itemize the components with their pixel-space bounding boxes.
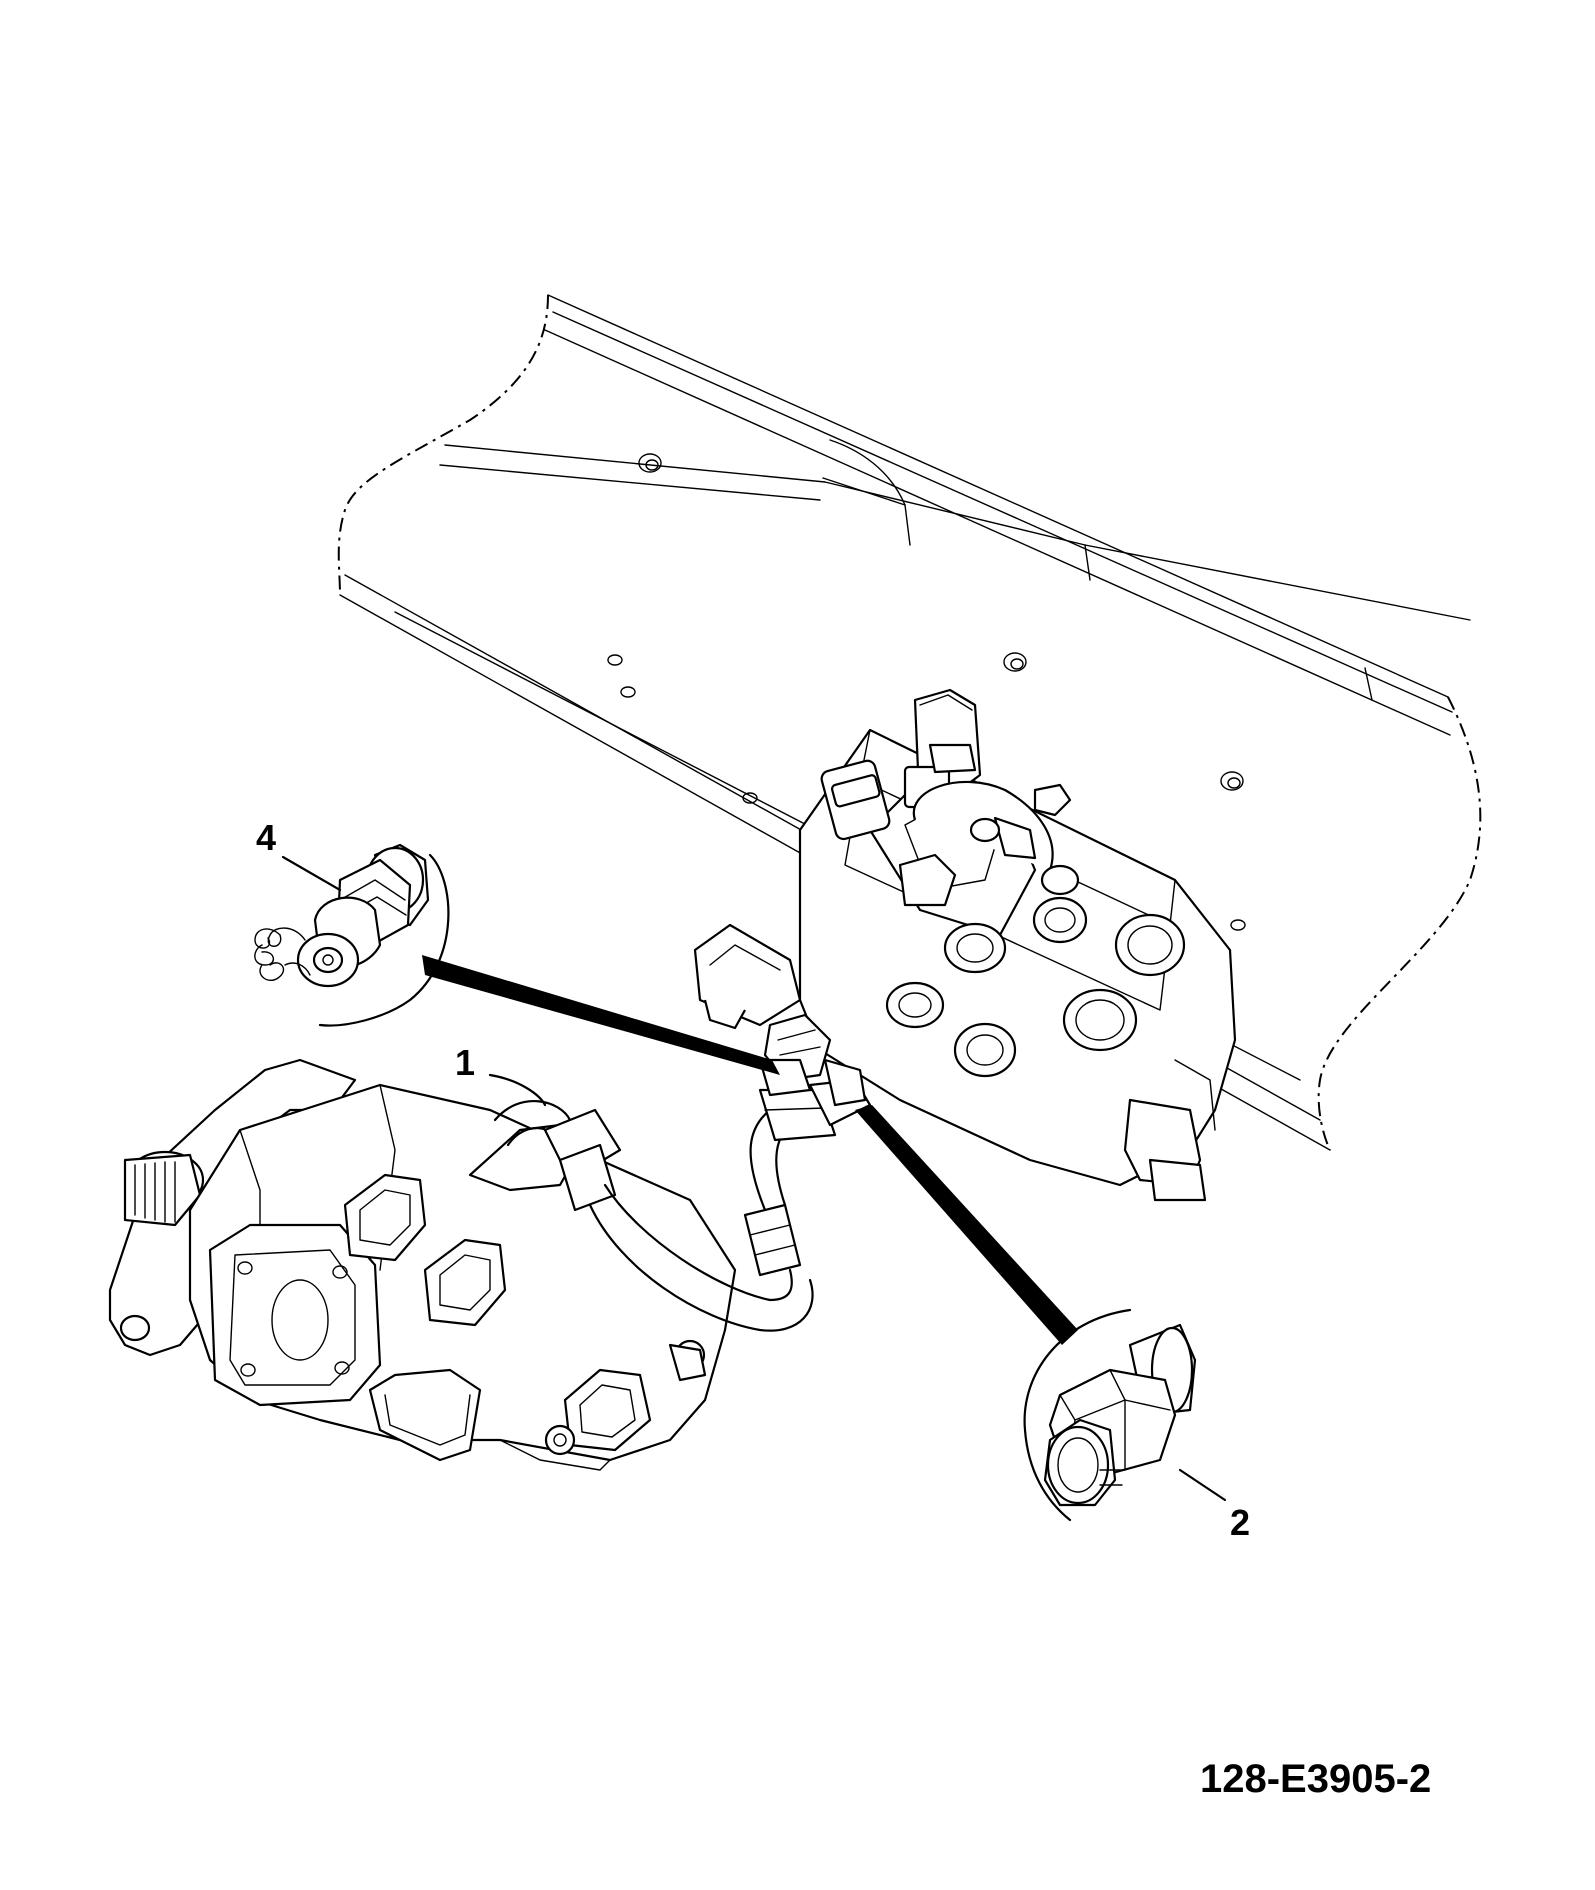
leader-wedge-item-4 (422, 955, 780, 1075)
control-valve-block (693, 688, 1237, 1202)
callout-label-item-1: 1 (455, 1042, 475, 1083)
leader-line-item-2 (1178, 1468, 1227, 1502)
leader-line-item-4 (281, 855, 342, 892)
leader-wedge-item-2 (855, 1105, 1078, 1345)
detail-view-item-2 (1023, 1308, 1197, 1522)
detail-view-item-4 (254, 843, 450, 1027)
leader-line-item-1 (488, 1073, 547, 1107)
callout-label-item-4: 4 (256, 817, 276, 858)
callout-label-item-2: 2 (1230, 1502, 1250, 1543)
drawing-number: 128-E3905-2 (1200, 1757, 1431, 1801)
callout-leaders (281, 855, 1227, 1502)
hydraulic-gear-pump (108, 1058, 737, 1471)
leader-wedges (422, 955, 1078, 1345)
